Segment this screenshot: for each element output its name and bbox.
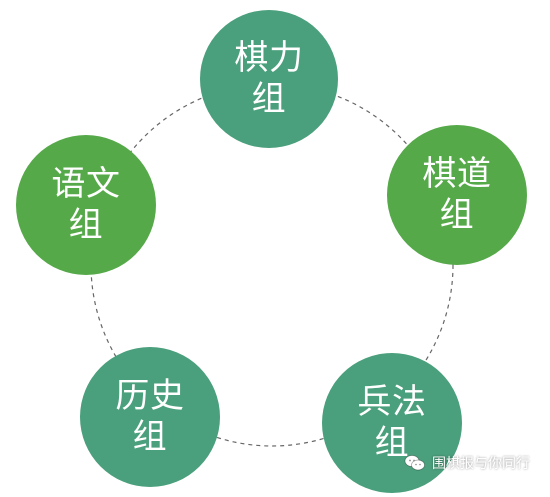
- node-qili-group: 棋力 组: [200, 10, 338, 148]
- watermark: 围棋报与你同行: [404, 451, 530, 475]
- node-qidao-group: 棋道 组: [387, 125, 527, 265]
- node-bingfa-label: 兵法 组: [357, 381, 427, 463]
- node-bingfa-group: 兵法 组: [322, 353, 462, 493]
- wechat-icon: [404, 455, 425, 471]
- node-qidao-label: 棋道 组: [422, 153, 492, 235]
- watermark-text: 围棋报与你同行: [432, 456, 530, 472]
- node-lishi-group: 历史 组: [80, 347, 220, 487]
- node-yuwen-group: 语文 组: [16, 135, 156, 275]
- node-lishi-label: 历史 组: [115, 375, 185, 457]
- node-yuwen-label: 语文 组: [51, 163, 121, 245]
- node-qili-label: 棋力 组: [234, 37, 304, 119]
